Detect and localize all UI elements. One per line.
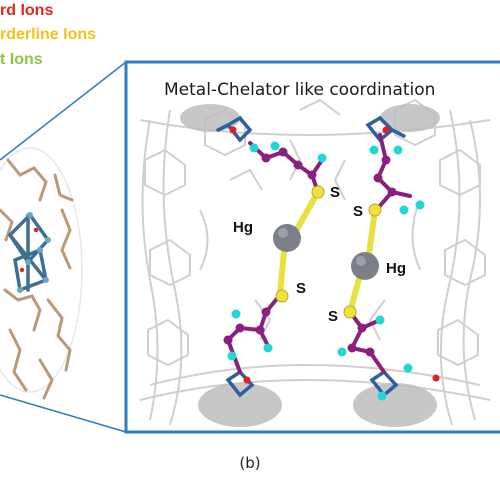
label-hg-left: Hg (233, 219, 253, 236)
left-chelator (223, 141, 327, 374)
label-hg-right: Hg (386, 260, 406, 277)
panel-caption: (b) (239, 454, 261, 472)
left-mof-structure (0, 61, 127, 433)
label-s-upper-left: S (330, 184, 341, 201)
metal-cluster-shading (180, 104, 440, 427)
oxygen-atoms (229, 126, 440, 384)
legend-soft-ions: t Ions (0, 51, 43, 68)
label-s-lower-right: S (328, 308, 339, 325)
legend-borderline-ions: rderline Ions (0, 26, 97, 43)
legend-hard-ions: rd Ions (0, 2, 54, 19)
label-s-lower-left: S (296, 280, 307, 297)
metal-nodes (216, 115, 406, 398)
right-chelator (337, 133, 425, 401)
label-s-upper-right: S (353, 203, 364, 220)
mof-framework-background (139, 99, 491, 426)
panel-title: Metal-Chelator like coordination (164, 80, 436, 100)
